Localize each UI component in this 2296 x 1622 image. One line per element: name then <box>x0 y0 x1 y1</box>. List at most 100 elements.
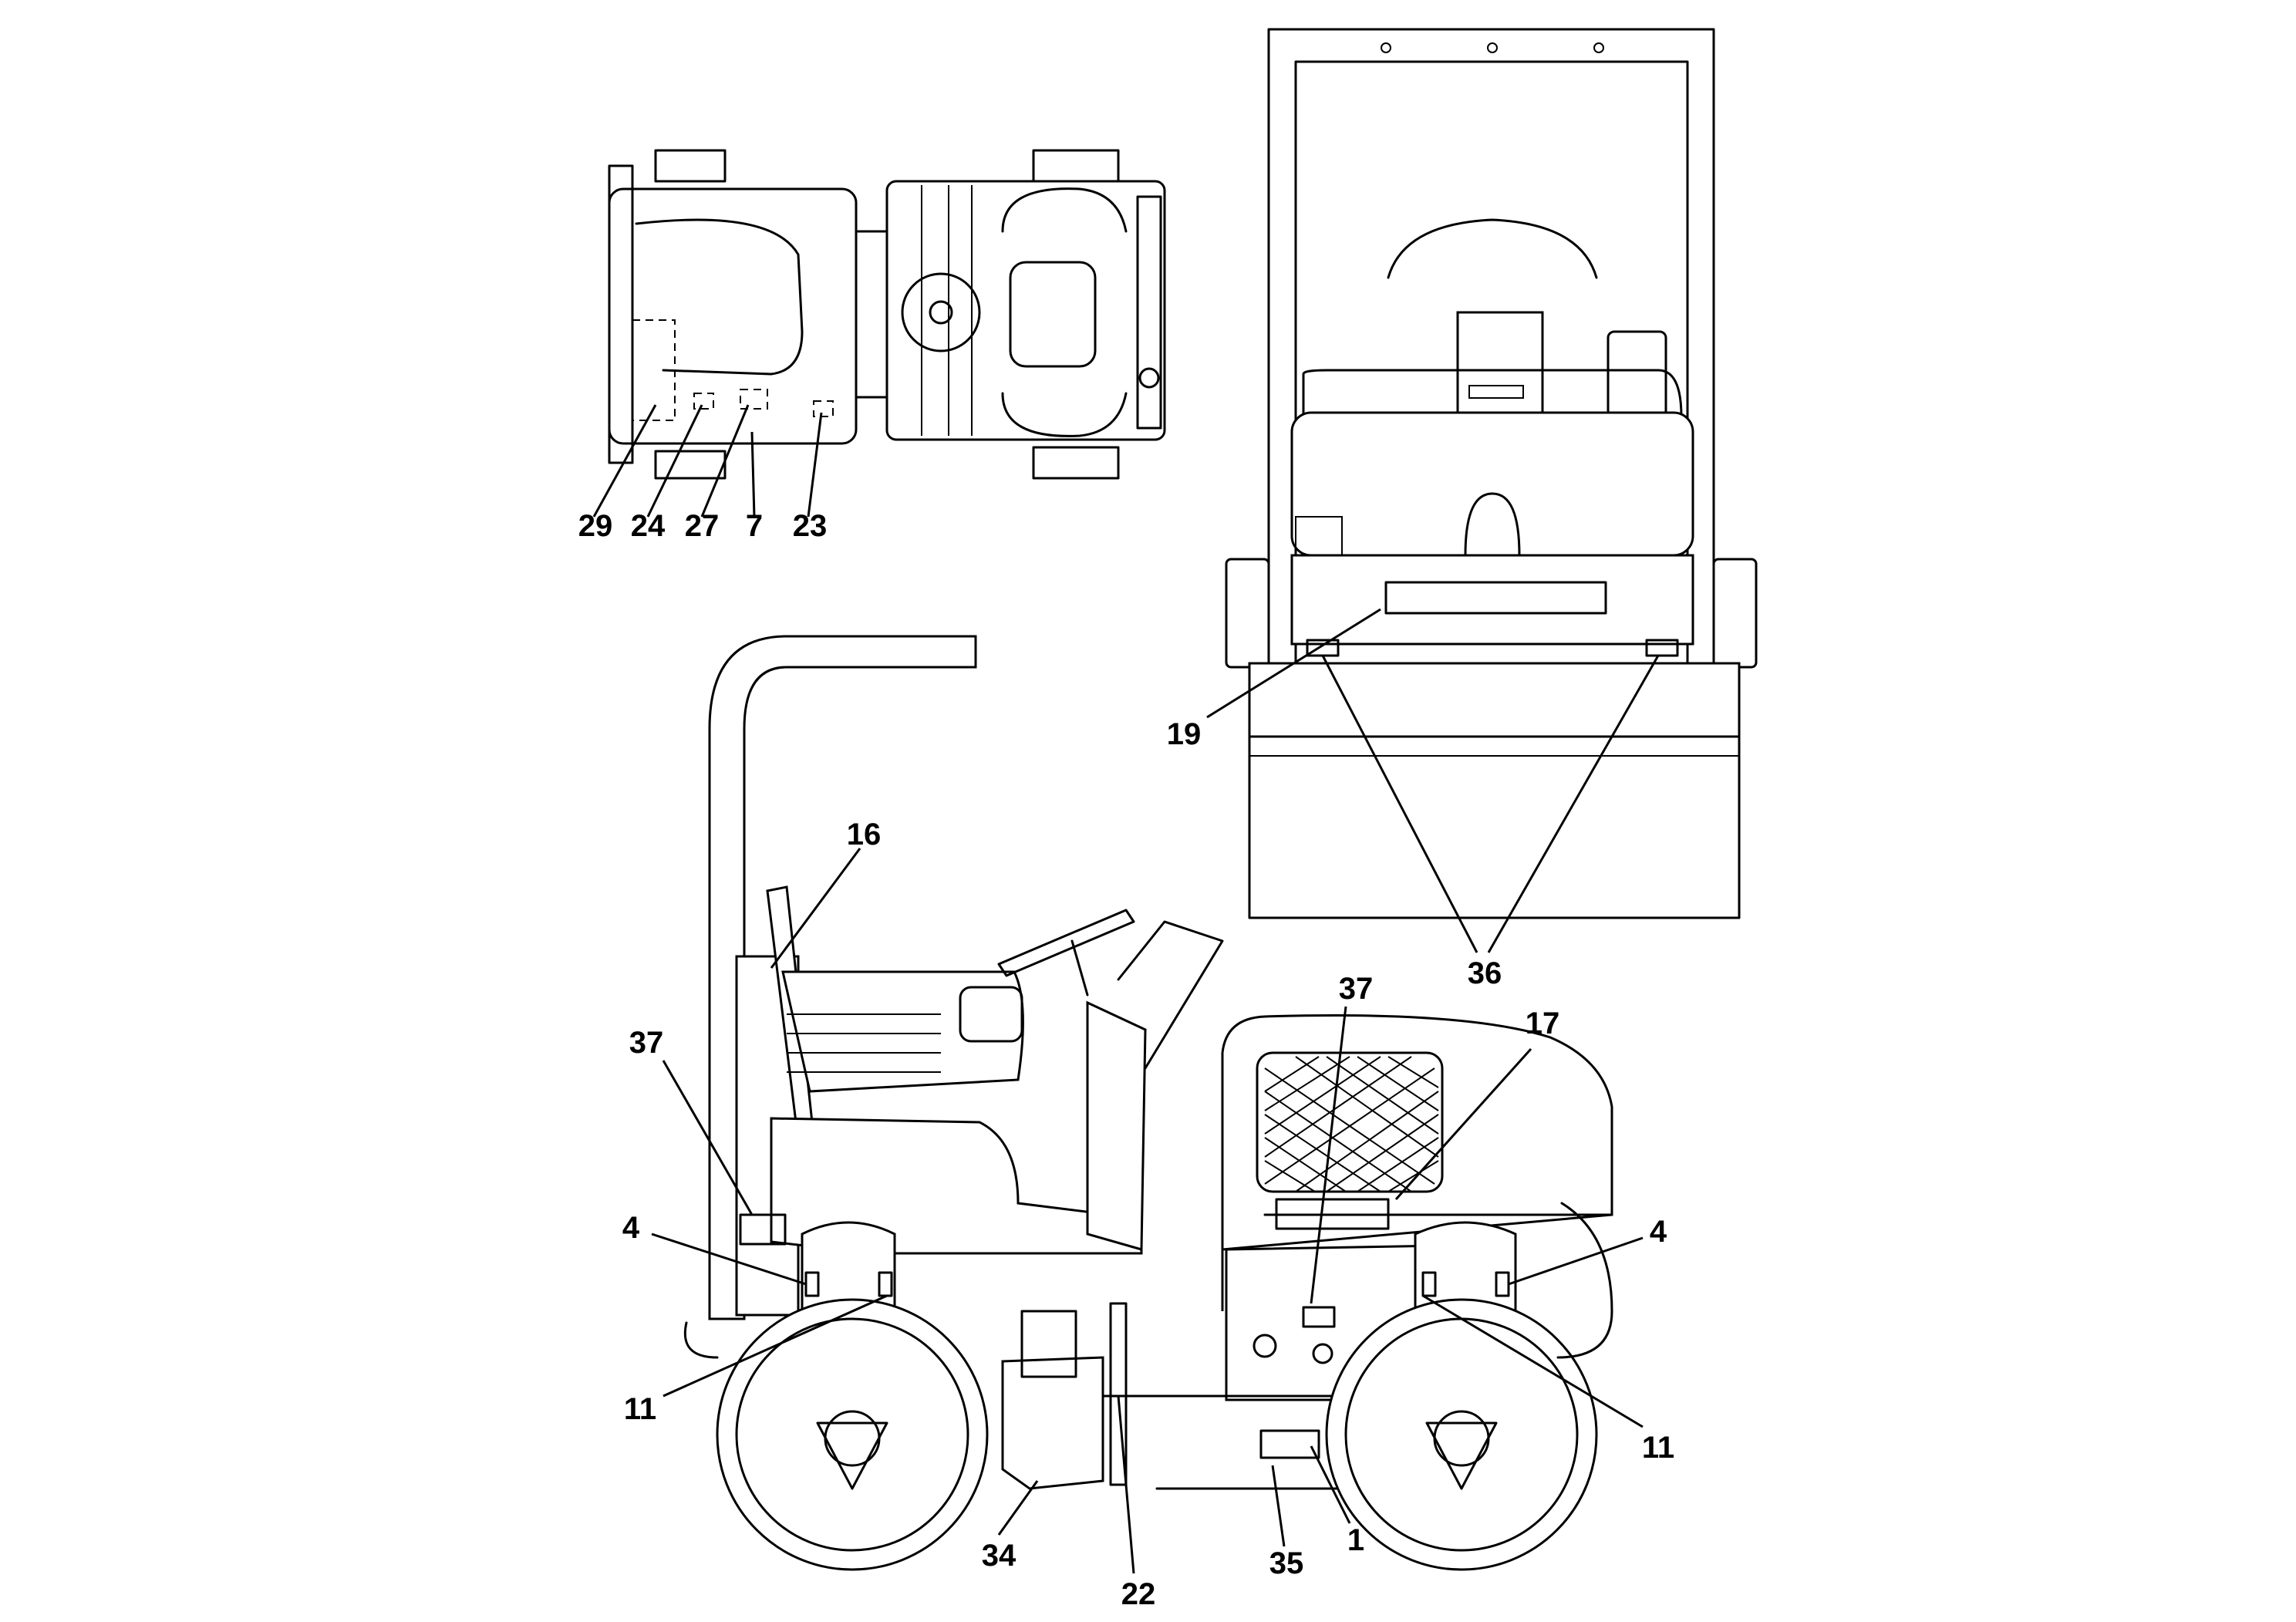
leader-1 <box>1310 1445 1351 1524</box>
rear-rops-hole-b <box>1487 42 1498 53</box>
top-lug-a <box>654 149 727 183</box>
callout-22: 22 <box>1121 1577 1156 1611</box>
side-right-drum <box>1325 1298 1598 1571</box>
rear-decal-19 <box>1384 581 1607 615</box>
callout-27: 27 <box>685 509 720 543</box>
leader-27 <box>700 404 750 518</box>
callout-24: 24 <box>631 509 666 543</box>
leader-37-left <box>662 1060 754 1216</box>
top-hood-contour <box>635 218 804 376</box>
rear-engine-cover <box>1290 411 1694 557</box>
callout-37-left: 37 <box>629 1026 664 1060</box>
top-dashed-decal-29 <box>632 319 676 421</box>
side-left-drum <box>716 1298 989 1571</box>
callout-36: 36 <box>1468 956 1502 990</box>
leader-4-right <box>1508 1236 1644 1286</box>
side-seat-handle <box>959 986 1023 1043</box>
rear-rops-hole-c <box>1593 42 1604 53</box>
top-steering-wheel <box>901 272 981 352</box>
side-grille-mesh <box>1264 1056 1439 1192</box>
leader-36a <box>1321 655 1478 953</box>
callout-11-right: 11 <box>1642 1431 1674 1465</box>
callout-7: 7 <box>746 509 763 543</box>
side-view: 16 37 37 17 4 4 11 11 34 22 35 1 <box>622 635 1674 1611</box>
side-decal-35 <box>1259 1429 1320 1459</box>
side-seat-cushion <box>781 970 1024 1093</box>
rear-seat-plate <box>1468 385 1524 399</box>
rear-counterweight <box>1290 554 1694 646</box>
rear-drum-top <box>1248 662 1741 738</box>
top-lug-d <box>1032 446 1120 480</box>
side-left-drum-inner <box>735 1317 969 1552</box>
side-decal-37-left <box>739 1213 787 1246</box>
top-deck-tread <box>921 185 973 436</box>
side-console <box>1086 1000 1147 1251</box>
callout-17: 17 <box>1526 1007 1560 1040</box>
side-left-hub <box>824 1410 881 1467</box>
callout-16: 16 <box>847 818 882 851</box>
rear-top-line <box>1302 369 1683 418</box>
side-right-decal-11 <box>1421 1271 1437 1297</box>
rear-seat-back <box>1387 218 1598 279</box>
rear-rops-inner <box>1294 60 1689 665</box>
callout-35: 35 <box>1269 1546 1304 1580</box>
side-engine-grille <box>1256 1051 1444 1193</box>
leader-22 <box>1117 1395 1135 1574</box>
callout-29: 29 <box>578 509 613 543</box>
leader-4-left <box>651 1233 807 1286</box>
rear-seat-block <box>1456 311 1544 414</box>
side-left-panel-34 <box>1001 1356 1104 1490</box>
top-lug-b <box>654 450 727 480</box>
leader-36b <box>1487 655 1660 953</box>
side-knob <box>1312 1343 1333 1364</box>
callout-4-right: 4 <box>1650 1215 1667 1249</box>
rear-drum <box>1248 735 1741 919</box>
callout-4-left: 4 <box>622 1211 640 1245</box>
callout-1: 1 <box>1347 1523 1364 1557</box>
leader-34 <box>997 1480 1039 1536</box>
side-hand-rail <box>1117 920 1224 1070</box>
top-seat <box>1009 261 1097 368</box>
top-view: 29 24 27 7 23 <box>578 149 1166 543</box>
rear-rops-outer <box>1267 28 1715 665</box>
side-right-hub <box>1433 1410 1490 1467</box>
leader-19 <box>1206 608 1381 719</box>
top-rops-bar <box>1001 187 1128 233</box>
leader-7 <box>750 431 756 518</box>
leader-24 <box>646 404 703 518</box>
leader-11-right <box>1422 1294 1644 1428</box>
side-access-panel <box>1020 1310 1077 1378</box>
side-steering-wheel <box>997 909 1135 977</box>
side-seat-lines <box>787 1013 941 1073</box>
top-rear-drum-edge <box>1136 195 1162 430</box>
callout-37-right: 37 <box>1339 972 1374 1006</box>
top-dashed-decal-27 <box>740 389 768 410</box>
side-left-step <box>683 1321 719 1359</box>
rear-mount-left <box>1225 558 1270 669</box>
rear-fuel-neck <box>1464 492 1521 557</box>
side-left-yoke <box>801 1221 896 1324</box>
leader-29 <box>592 404 657 518</box>
callout-23: 23 <box>793 509 828 543</box>
top-rear-knob <box>1138 367 1160 389</box>
side-fuel-cap <box>1253 1334 1277 1358</box>
leader-23 <box>807 412 823 518</box>
top-dashed-decal-23 <box>813 400 834 417</box>
side-rear-post <box>735 955 800 1317</box>
side-decal-17 <box>1275 1198 1390 1230</box>
leader-17 <box>1394 1047 1532 1201</box>
leader-11-left <box>663 1294 888 1398</box>
callout-11-left: 11 <box>624 1392 656 1426</box>
leader-37-right <box>1310 1006 1347 1304</box>
side-left-hub-plate <box>816 1421 888 1490</box>
rear-view: 19 36 <box>1167 28 1758 990</box>
side-right-fender <box>1556 1202 1613 1359</box>
side-hydraulic-strip-22 <box>1109 1302 1128 1486</box>
top-rops-bar-b <box>1001 392 1128 437</box>
leader-35 <box>1271 1465 1286 1547</box>
side-right-yoke <box>1414 1221 1517 1324</box>
top-dashed-decal-24 <box>693 393 714 410</box>
rear-decal-36-right <box>1645 639 1679 657</box>
callout-19: 19 <box>1167 717 1202 751</box>
